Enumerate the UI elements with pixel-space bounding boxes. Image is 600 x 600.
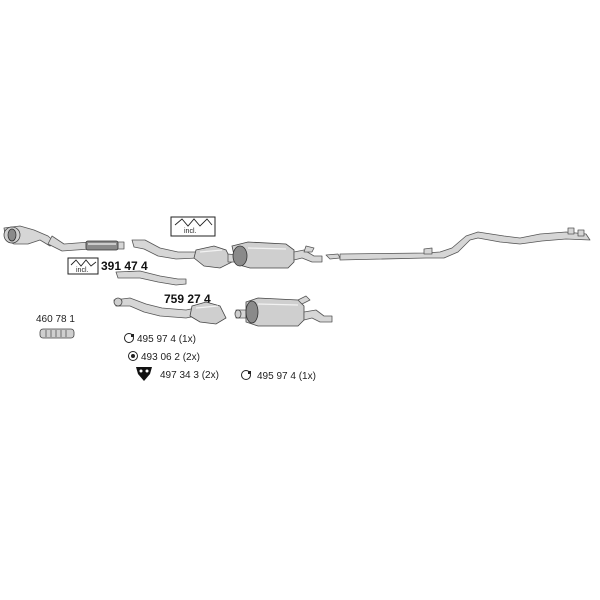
flex-joint-part[interactable] <box>39 328 75 339</box>
center-silencer[interactable] <box>231 241 323 269</box>
hardware-text-gasket: 493 06 2 (2x) <box>141 352 200 363</box>
alt-middle-pipe[interactable] <box>115 270 187 286</box>
hardware-clamp-2[interactable]: 495 97 4 (1x) <box>241 370 316 383</box>
rubber-hanger-icon <box>136 367 152 381</box>
tail-pipe[interactable] <box>325 227 591 261</box>
middle-pipe-with-catalyst[interactable] <box>131 239 245 269</box>
rear-silencer[interactable] <box>234 295 333 327</box>
front-pipe-with-catalyst[interactable] <box>3 225 125 252</box>
incl-label-top: incl. <box>184 228 197 235</box>
part-number-391474: 391 47 4 <box>101 259 148 273</box>
part-391474[interactable]: incl. 391 47 4 <box>67 257 148 275</box>
hardware-clamp-1[interactable]: 495 97 4 (1x) <box>124 333 196 346</box>
incl-label-box: incl. <box>76 267 89 274</box>
incl-box-top: incl. <box>170 216 216 237</box>
part-number-759274: 759 27 4 <box>164 292 211 306</box>
hardware-gasket[interactable]: 493 06 2 (2x) <box>128 351 200 364</box>
part-number-460781: 460 78 1 <box>36 314 75 325</box>
hardware-text-clamp-1: 495 97 4 (1x) <box>137 334 196 345</box>
hardware-hanger[interactable]: 497 34 3 (2x) <box>136 367 219 381</box>
part-759274-pipe[interactable] <box>113 297 227 325</box>
hardware-text-hanger: 497 34 3 (2x) <box>160 370 219 381</box>
hardware-text-clamp-2: 495 97 4 (1x) <box>257 371 316 382</box>
